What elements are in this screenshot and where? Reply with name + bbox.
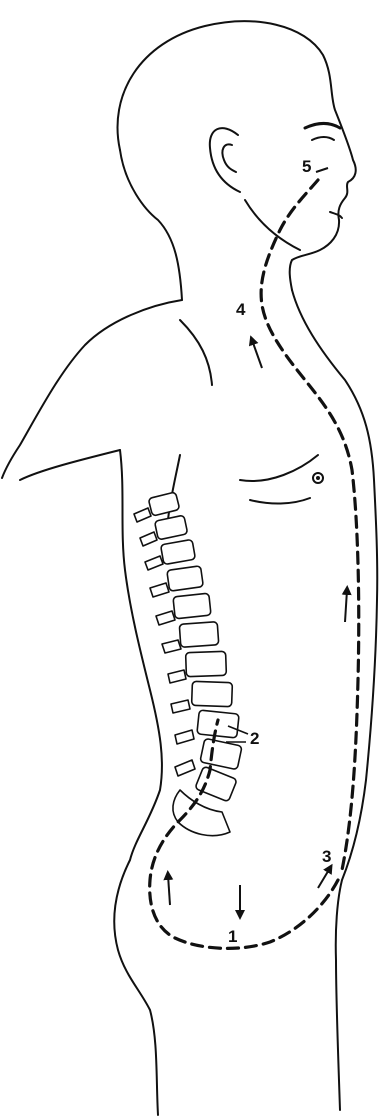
vertebra bbox=[186, 651, 227, 676]
spinous-process bbox=[175, 730, 194, 744]
vertebra bbox=[154, 515, 187, 540]
vertebra bbox=[148, 492, 180, 516]
arrow-up-back bbox=[168, 875, 170, 905]
label-4: 4 bbox=[236, 300, 246, 319]
arrow-up-front bbox=[345, 590, 347, 622]
pathway-lower bbox=[150, 720, 338, 948]
arrow-up-4 bbox=[252, 340, 262, 368]
vertebra bbox=[173, 593, 211, 619]
spinous-process bbox=[168, 670, 186, 683]
label-3: 3 bbox=[322, 847, 331, 866]
chest-front bbox=[292, 290, 377, 1110]
vertebra bbox=[161, 539, 196, 564]
spinous-process bbox=[150, 583, 169, 597]
vertebra bbox=[192, 681, 233, 706]
spinous-process bbox=[134, 508, 151, 522]
label-2: 2 bbox=[250, 729, 259, 748]
pectoral-fold bbox=[240, 455, 318, 481]
arm-lower bbox=[20, 450, 120, 480]
eyebrow bbox=[305, 124, 340, 129]
back-outline bbox=[114, 450, 162, 1115]
spinous-process bbox=[140, 532, 157, 546]
mouth bbox=[330, 212, 342, 218]
spinous-process bbox=[162, 640, 181, 653]
head-outline bbox=[118, 21, 356, 290]
shoulder-arm bbox=[2, 300, 182, 478]
vertebra bbox=[167, 566, 204, 592]
vertebra bbox=[179, 622, 219, 648]
spinous-process bbox=[156, 611, 175, 625]
ear-inner bbox=[222, 144, 236, 172]
spinous-process bbox=[171, 700, 190, 713]
eye bbox=[312, 137, 334, 140]
pathway-front bbox=[261, 180, 359, 870]
label-5: 5 bbox=[302, 157, 311, 176]
spinous-process bbox=[145, 556, 163, 570]
arrow-5 bbox=[316, 168, 328, 172]
spinous-process bbox=[175, 760, 195, 776]
neck-back bbox=[120, 150, 182, 300]
arrow-3 bbox=[318, 868, 330, 888]
vertebra bbox=[195, 766, 237, 802]
scapula bbox=[180, 320, 212, 385]
vertebra bbox=[200, 738, 242, 769]
chest-line bbox=[250, 498, 310, 504]
spine bbox=[134, 492, 242, 836]
label-1: 1 bbox=[228, 927, 237, 946]
